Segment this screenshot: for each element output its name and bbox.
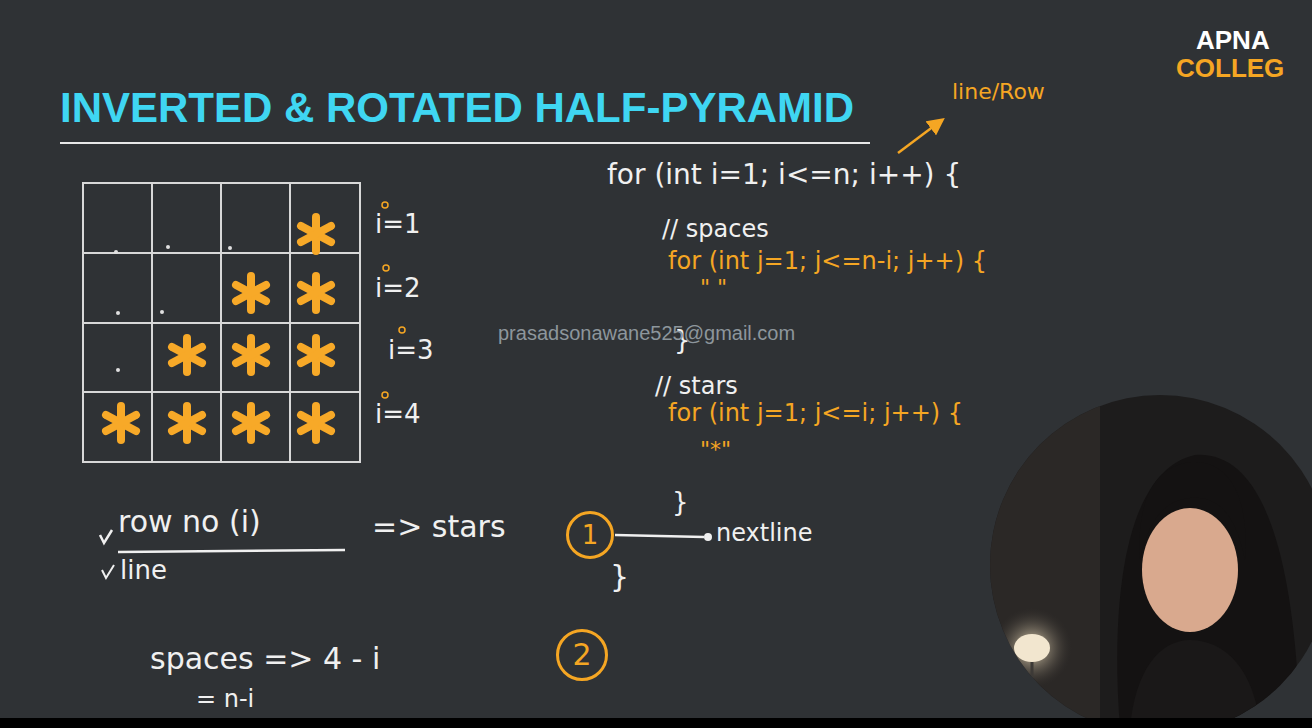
leader-dot xyxy=(704,533,712,541)
circled-number: 1 xyxy=(566,511,614,559)
leader-line xyxy=(615,535,704,537)
circled-number: 2 xyxy=(556,629,608,681)
code-comment: // spaces xyxy=(662,216,769,242)
note: = n-i xyxy=(196,686,254,712)
check-mark xyxy=(102,565,114,578)
brand-name: COLLEG xyxy=(1176,54,1284,83)
annotation: nextline xyxy=(716,520,812,546)
code-comment: // stars xyxy=(655,373,738,399)
row-index: i=4 xyxy=(375,400,421,429)
slide-title: INVERTED & ROTATED HALF-PYRAMID xyxy=(60,84,854,132)
code-line: "*" xyxy=(700,438,731,462)
fraction-line xyxy=(118,550,345,552)
row-index: i=3 xyxy=(388,336,434,365)
code-line: " " xyxy=(700,276,727,300)
code-line: for (int j=1; j<=i; j++) { xyxy=(668,400,963,426)
note: spaces => 4 - i xyxy=(150,642,380,675)
note: line xyxy=(120,556,167,585)
video-bar xyxy=(0,718,1312,728)
space-dots xyxy=(114,245,232,372)
code-line: for (int j=1; j<=n-i; j++) { xyxy=(668,248,987,274)
code-brace: } xyxy=(610,560,629,593)
star-marks xyxy=(106,217,331,440)
row-index: i=1 xyxy=(375,210,421,239)
annotation: line/Row xyxy=(952,80,1045,104)
pyramid-grid xyxy=(83,183,360,462)
node-text: 2 xyxy=(572,640,591,670)
node-text: 1 xyxy=(582,522,599,548)
code-line: for (int i=1; i<=n; i++) { xyxy=(607,160,961,191)
code-brace: } xyxy=(672,488,689,517)
presenter-video xyxy=(980,390,1312,728)
pointer-arrow xyxy=(898,120,942,153)
watermark: prasadsonawane525@gmail.com xyxy=(498,322,795,344)
note: => stars xyxy=(372,510,506,543)
check-mark xyxy=(100,530,112,543)
title-underline xyxy=(60,142,870,144)
row-index: i=2 xyxy=(375,274,421,303)
note: row no (i) xyxy=(118,505,261,538)
brand-name: APNA xyxy=(1196,26,1270,55)
